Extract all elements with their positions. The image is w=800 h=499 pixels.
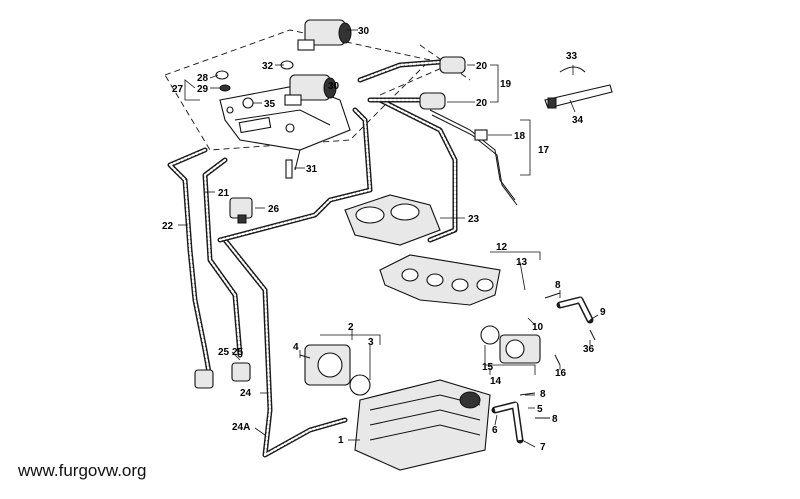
callout-25b: 25: [232, 347, 244, 358]
callout-8a: 8: [555, 280, 561, 291]
callout-labels-repeated: 30 20 25 8 8: [232, 81, 558, 425]
callout-35: 35: [264, 99, 276, 110]
callout-32: 32: [262, 61, 274, 72]
callout-12: 12: [496, 242, 508, 253]
callout-13: 13: [516, 257, 528, 268]
callout-23: 23: [468, 214, 480, 225]
callout-7: 7: [540, 442, 546, 453]
connector-18: [474, 129, 488, 141]
callout-2: 2: [348, 322, 354, 333]
callout-5: 5: [537, 404, 543, 415]
valve-26: [229, 197, 253, 224]
cooler-1: [354, 379, 491, 471]
cover-23: [344, 194, 441, 246]
watermark: www.furgovw.org: [17, 461, 147, 480]
callout-33: 33: [566, 51, 578, 62]
callout-17: 17: [538, 145, 550, 156]
callout-24: 24: [240, 388, 252, 399]
callout-24A: 24A: [232, 422, 250, 433]
callout-25: 25: [218, 347, 230, 358]
callout-20a: 20: [476, 61, 488, 72]
callout-31: 31: [306, 164, 318, 175]
callout-28: 28: [197, 73, 209, 84]
filters-25: [194, 362, 251, 389]
callout-8c: 8: [552, 414, 558, 425]
callout-29: 29: [197, 84, 209, 95]
callout-18: 18: [514, 131, 526, 142]
callout-34: 34: [572, 115, 584, 126]
callout-26: 26: [268, 204, 280, 215]
callout-6: 6: [492, 425, 498, 436]
seal-15: [480, 325, 500, 345]
callout-30a: 30: [358, 26, 370, 37]
callout-10: 10: [532, 322, 544, 333]
callout-14: 14: [490, 376, 502, 387]
small-fasteners: [215, 60, 294, 179]
callout-22: 22: [162, 221, 174, 232]
callout-8b: 8: [540, 389, 546, 400]
vacuum-solenoid-mid: [284, 74, 337, 106]
throttle-body-14: [499, 334, 541, 364]
callout-3: 3: [368, 337, 374, 348]
vacuum-hoses: [167, 59, 458, 458]
callout-27: 27: [172, 84, 184, 95]
vacuum-solenoid-top: [297, 19, 352, 51]
callout-19: 19: [500, 79, 512, 90]
callout-16: 16: [555, 368, 567, 379]
thin-line-17b: [431, 114, 518, 206]
callout-20b: 20: [476, 98, 488, 109]
callout-15: 15: [482, 362, 494, 373]
callout-36: 36: [583, 344, 595, 355]
callout-labels: 1 2 3 4 5 6 7 8 9 10 12 13 14 15 16 17 1…: [162, 26, 606, 453]
callout-9: 9: [600, 307, 606, 318]
leader-lines: [178, 29, 599, 448]
egr-valve-2: [304, 344, 371, 396]
thin-line-17: [429, 109, 516, 201]
clip-and-rail-33-34: [544, 66, 613, 109]
callout-4: 4: [293, 342, 299, 353]
intake-manifold-12: [379, 254, 501, 306]
callout-1: 1: [338, 435, 344, 446]
filters-20: [419, 56, 466, 110]
callout-21: 21: [218, 188, 230, 199]
callout-30b: 30: [328, 81, 340, 92]
